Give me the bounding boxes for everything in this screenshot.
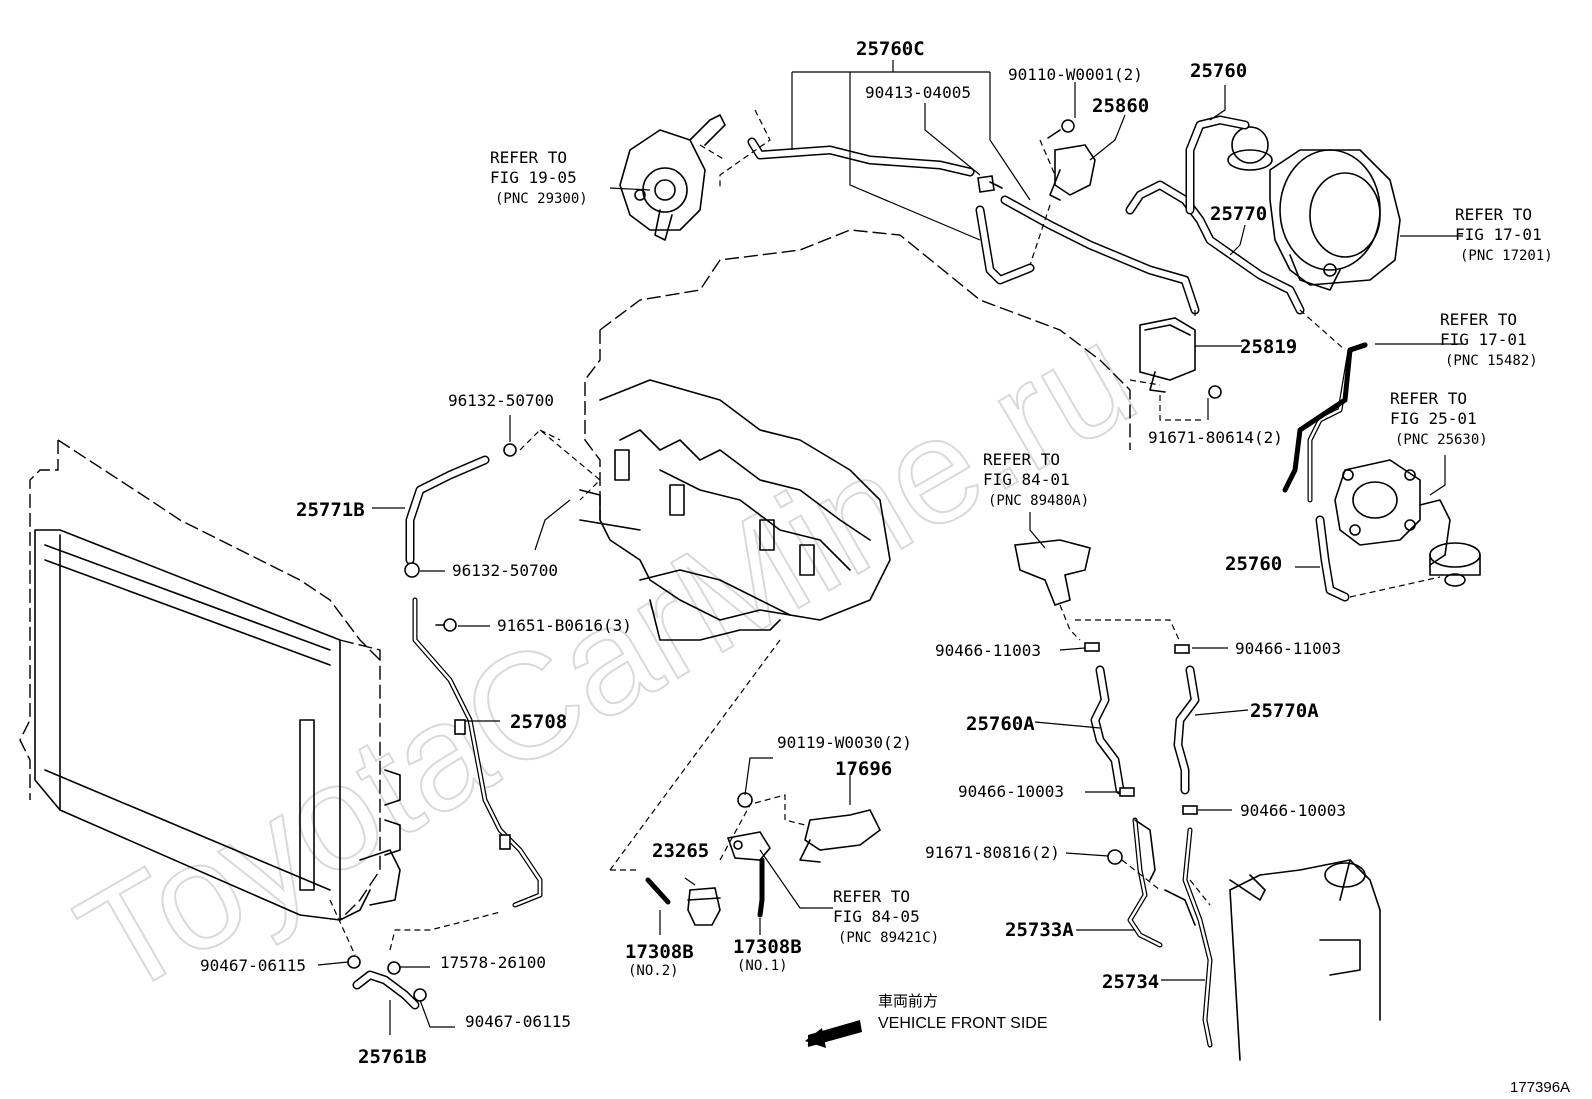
label-17308B-no2-sub: (NO.2) [628, 963, 679, 979]
ref-fig84a-l3: (PNC 89480A) [988, 493, 1089, 509]
label-90466-10003-a: 90466-10003 [958, 782, 1064, 801]
label-25760A: 25760A [966, 713, 1035, 735]
egr-cooler [1229, 859, 1381, 1061]
label-90466-11003-a: 90466-11003 [935, 641, 1041, 660]
vacuum-pump [619, 114, 726, 241]
label-90466-11003-b: 90466-11003 [1235, 639, 1341, 658]
label-25708: 25708 [510, 711, 567, 733]
label-90110-W0001: 90110-W0001(2) [1008, 65, 1143, 84]
ref-fig17a-l1: REFER TO [1455, 205, 1532, 224]
direction-jp: 車両前方 [878, 993, 938, 1010]
ref-fig17b-l1: REFER TO [1440, 310, 1517, 329]
label-25771B: 25771B [296, 499, 365, 521]
label-25734: 25734 [1102, 971, 1159, 993]
label-90413-04005: 90413-04005 [865, 83, 971, 102]
ref-fig25-l3: (PNC 25630) [1395, 432, 1488, 448]
label-25733A: 25733A [1005, 919, 1074, 941]
turbocharger [1227, 126, 1401, 291]
ref-fig84b-l2: FIG 84-05 [833, 907, 920, 926]
label-90467-06115-b: 90467-06115 [465, 1012, 571, 1031]
egr-valve [1334, 459, 1481, 587]
label-90467-06115-a: 90467-06115 [200, 956, 306, 975]
engine-block-outline [579, 229, 1131, 641]
labels: 25760C 90413-04005 90110-W0001(2) 25860 … [200, 38, 1570, 1096]
ref-fig19-l3: (PNC 29300) [495, 191, 588, 207]
ref-fig17b-l3: (PNC 15482) [1445, 353, 1538, 369]
label-25760-right: 25760 [1225, 553, 1282, 575]
ref-fig84b-l1: REFER TO [833, 887, 910, 906]
ref-fig25-l1: REFER TO [1390, 389, 1467, 408]
label-23265: 23265 [652, 840, 709, 862]
label-25770: 25770 [1210, 203, 1267, 225]
radiator-outline [19, 439, 401, 921]
ref-fig17a-l3: (PNC 17201) [1460, 248, 1553, 264]
label-91671-80614: 91671-80614(2) [1148, 428, 1283, 447]
label-17308B-no1-sub: (NO.1) [737, 958, 788, 974]
label-96132-50700-a: 96132-50700 [448, 391, 554, 410]
front-direction-arrowhead [805, 1028, 826, 1048]
ref-fig84b-l3: (PNC 89421C) [838, 930, 939, 946]
label-17308B-no2: 17308B [625, 941, 694, 963]
label-90119-W0030: 90119-W0030(2) [777, 733, 912, 752]
label-17308B-no1: 17308B [733, 936, 802, 958]
label-25770A: 25770A [1250, 700, 1319, 722]
label-25760C: 25760C [856, 38, 925, 60]
components [347, 119, 1222, 1002]
label-96132-50700-b: 96132-50700 [452, 561, 558, 580]
label-25860: 25860 [1092, 95, 1149, 117]
label-25761B: 25761B [358, 1046, 427, 1068]
label-25819: 25819 [1240, 336, 1297, 358]
label-91651-B0616: 91651-B0616(3) [497, 616, 632, 635]
leader-lines [317, 60, 1463, 1035]
label-91671-80816: 91671-80816(2) [925, 843, 1060, 862]
ref-fig19-l2: FIG 19-05 [490, 168, 577, 187]
ref-fig25-l2: FIG 25-01 [1390, 409, 1477, 428]
ref-fig17a-l2: FIG 17-01 [1455, 225, 1542, 244]
label-90466-10003-b: 90466-10003 [1240, 801, 1346, 820]
label-17696: 17696 [835, 758, 892, 780]
figure-id: 177396A [1510, 1079, 1570, 1096]
label-17578-26100: 17578-26100 [440, 953, 546, 972]
label-25760-top: 25760 [1190, 60, 1247, 82]
direction-en: VEHICLE FRONT SIDE [878, 1015, 1048, 1032]
hoses [352, 115, 1368, 1048]
ref-fig84a-l1: REFER TO [983, 450, 1060, 469]
ref-fig84a-l2: FIG 84-01 [983, 470, 1070, 489]
ref-fig17b-l2: FIG 17-01 [1440, 330, 1527, 349]
ref-fig19-l1: REFER TO [490, 148, 567, 167]
